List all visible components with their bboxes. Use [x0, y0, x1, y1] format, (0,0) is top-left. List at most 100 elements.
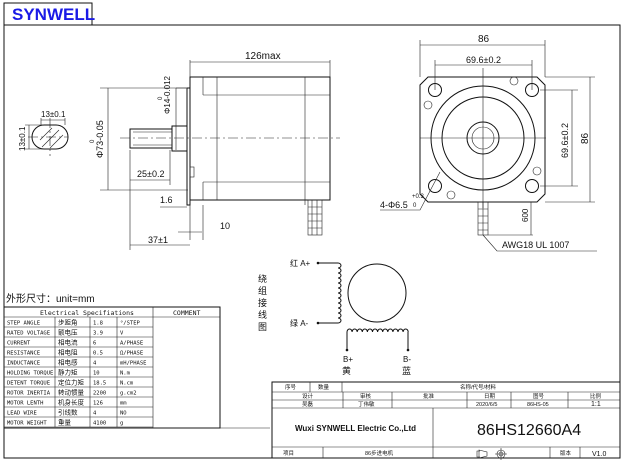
- spec-name: RATED VOLTAGE: [7, 331, 50, 337]
- wiring-title-char: 组: [258, 285, 267, 296]
- spec-unit: mm: [120, 401, 127, 407]
- spec-name: CURRENT: [7, 341, 31, 347]
- spec-table-title: Electrical Specifiations: [40, 309, 134, 317]
- label-b-plus: B+: [343, 355, 353, 364]
- spec-value: 4: [93, 411, 97, 417]
- wire-spec: AWG18 UL 1007: [502, 240, 569, 250]
- dim-shaft-length: 37±1: [148, 235, 168, 245]
- tb-scale: 比例: [590, 392, 602, 400]
- spec-unit: N.cm: [120, 381, 134, 387]
- logo: SYNWELL: [3, 2, 95, 26]
- spec-name: STEP ANGLE: [7, 321, 40, 327]
- spec-row: RATED VOLTAGE 额电压 3.9 V: [4, 328, 153, 338]
- shaft-section: 13±0.1 13±0.1: [18, 110, 69, 156]
- dim-flat-height: 13±0.1: [18, 126, 27, 151]
- spec-name: HOLDING TORQUE: [7, 371, 53, 377]
- spec-value: 18.5: [93, 381, 106, 387]
- spec-unit: mH/PHASE: [120, 361, 147, 367]
- wiring-title-char: 线: [258, 309, 267, 320]
- tb-project-value: 86步进电机: [365, 449, 394, 457]
- spec-value: 3.9: [93, 331, 103, 337]
- dim-length: 126max: [245, 51, 281, 62]
- coil-b: [346, 328, 409, 333]
- spec-value: 2200: [93, 391, 106, 397]
- spec-unit: °/STEP: [120, 321, 141, 327]
- tb-version: V1.0: [592, 451, 607, 458]
- tb-date-value: 2020/6/5: [476, 402, 497, 408]
- screws: [423, 76, 542, 200]
- tb-review: 审核: [360, 392, 372, 400]
- spec-name-cn: 定位力矩: [58, 378, 85, 387]
- spec-table: Electrical Specifiations COMMENT STEP AN…: [3, 306, 270, 429]
- section-title: 外形尺寸：unit=mm: [6, 292, 95, 305]
- dim-width: 86: [478, 34, 490, 45]
- spec-name: DETENT TORQUE: [7, 381, 50, 387]
- spec-name: MOTOR LENTH: [7, 401, 43, 407]
- wiring-title-char: 图: [258, 322, 267, 332]
- label-a-minus: 绿 A-: [290, 319, 309, 328]
- spec-unit: N.m: [120, 371, 131, 377]
- tb-seq: 序号: [285, 383, 297, 391]
- tb-designer: 吴磊: [302, 401, 314, 408]
- spec-value: 0.5: [93, 351, 103, 357]
- title-block: 序号 数量 名称/代号/材料 设计 审核 批准 日期 图号 比例 吴磊 丁伟敏 …: [271, 381, 621, 460]
- dim-height: 86: [580, 132, 591, 144]
- rotor-circle: [347, 263, 407, 323]
- spec-value: 4100: [93, 421, 106, 427]
- comment-header: COMMENT: [173, 309, 200, 317]
- spec-name-cn: 引线数: [58, 408, 78, 417]
- spec-unit: V: [120, 331, 124, 337]
- dim-boss: 10: [220, 221, 230, 231]
- svg-text:0: 0: [90, 139, 96, 143]
- flange-square: [419, 76, 546, 203]
- dim-flange-thickness: 1.6: [160, 195, 173, 205]
- spec-name-cn: 静力矩: [58, 368, 78, 377]
- tb-date: 日期: [484, 393, 496, 400]
- label-b-minus-color: 蓝: [402, 365, 411, 376]
- tb-version-label: 版本: [560, 449, 572, 457]
- tb-company: Wuxi SYNWELL Electric Co.,Ltd: [295, 424, 416, 433]
- spec-name: ROTOR INERTIA: [7, 391, 51, 397]
- tb-drawing-no-value: 86HS-05: [527, 402, 549, 408]
- wiring-title-char: 绕: [258, 273, 267, 284]
- motor-body: [189, 76, 331, 201]
- tb-drawing-no: 图号: [533, 392, 545, 400]
- tb-qty: 数量: [318, 383, 330, 391]
- spec-name-cn: 重量: [58, 419, 72, 427]
- dim-hole-spacing-v: 69.6±0.2: [560, 123, 570, 158]
- coil-a: [337, 262, 342, 324]
- projection-symbol-icon: [476, 448, 507, 460]
- spec-unit: g: [120, 421, 123, 427]
- dim-lead-length: 600: [521, 208, 530, 222]
- spec-unit: g.cm2: [120, 391, 137, 397]
- tb-reviewer: 丁伟敏: [358, 400, 375, 408]
- dim-shaft-dia: Φ14-0.012: [163, 75, 172, 114]
- spec-name: LEAD WIRE: [7, 411, 37, 417]
- side-view: 126max Φ73-0.05 0 Φ14-0.012 0 25±0.2 1.6…: [18, 51, 340, 250]
- center-cross: [420, 68, 546, 208]
- svg-text:+0.3: +0.3: [412, 194, 425, 200]
- spec-unit: A/PHASE: [120, 341, 143, 347]
- spec-value: 1.8: [93, 321, 103, 327]
- label-a-plus: 红 A+: [290, 258, 311, 268]
- label-b-minus: B-: [403, 355, 411, 364]
- logo-text: SYNWELL: [12, 5, 95, 24]
- tb-scale-value: 1:1: [591, 401, 601, 408]
- spec-name-cn: 额电压: [58, 328, 78, 337]
- shaft: [129, 128, 173, 149]
- shaft-boss: [171, 125, 188, 152]
- spec-unit: Ω/PHASE: [120, 351, 143, 357]
- lead-wires: [307, 199, 323, 236]
- dim-flat-length: 25±0.2: [137, 169, 164, 179]
- tb-project: 项目: [283, 450, 294, 457]
- dim-holes: 4-Φ6.5: [380, 200, 408, 210]
- dim-flat-width: 13±0.1: [41, 110, 66, 119]
